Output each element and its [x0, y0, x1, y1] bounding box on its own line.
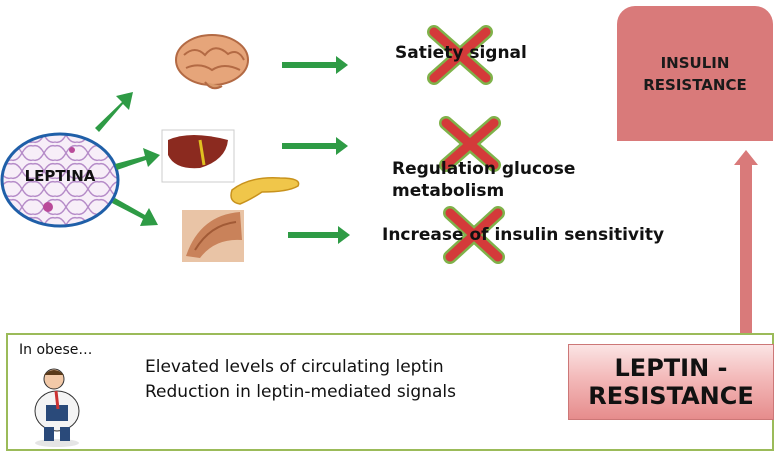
- leptina-label: LEPTINA: [24, 167, 96, 185]
- pancreas-image: [230, 177, 300, 205]
- obese-man-icon: [34, 368, 80, 447]
- cross-mark-2: [439, 116, 501, 172]
- leptin-resistance-box: LEPTIN - RESISTANCE: [568, 344, 774, 420]
- effect-satiety-label: Satiety signal: [395, 43, 527, 63]
- insulin-resistance-label: INSULIN RESISTANCE: [643, 53, 747, 94]
- obese-line-2: Reduction in leptin-mediated signals: [145, 382, 456, 402]
- effect-arrows: [282, 56, 350, 244]
- insulin-resistance-box: INSULIN RESISTANCE: [617, 6, 773, 141]
- effect-glucose-label: Regulation glucose metabolism: [392, 159, 576, 201]
- brain-image: [175, 34, 249, 90]
- effect-insulin-sensitivity-label: Increase of insulin sensitivity: [382, 225, 665, 245]
- obese-line-1: Elevated levels of circulating leptin: [145, 357, 444, 377]
- muscle-image: [182, 210, 244, 262]
- adipose-tissue-image: [0, 132, 120, 228]
- resistance-up-arrow: [734, 150, 758, 335]
- leptin-resistance-label: LEPTIN - RESISTANCE: [588, 354, 754, 410]
- cross-mark-1: [427, 25, 493, 85]
- liver-image: [161, 129, 235, 183]
- cross-mark-3: [443, 206, 505, 264]
- leptina-arrows: [95, 92, 160, 226]
- obese-title: In obese…: [19, 342, 93, 358]
